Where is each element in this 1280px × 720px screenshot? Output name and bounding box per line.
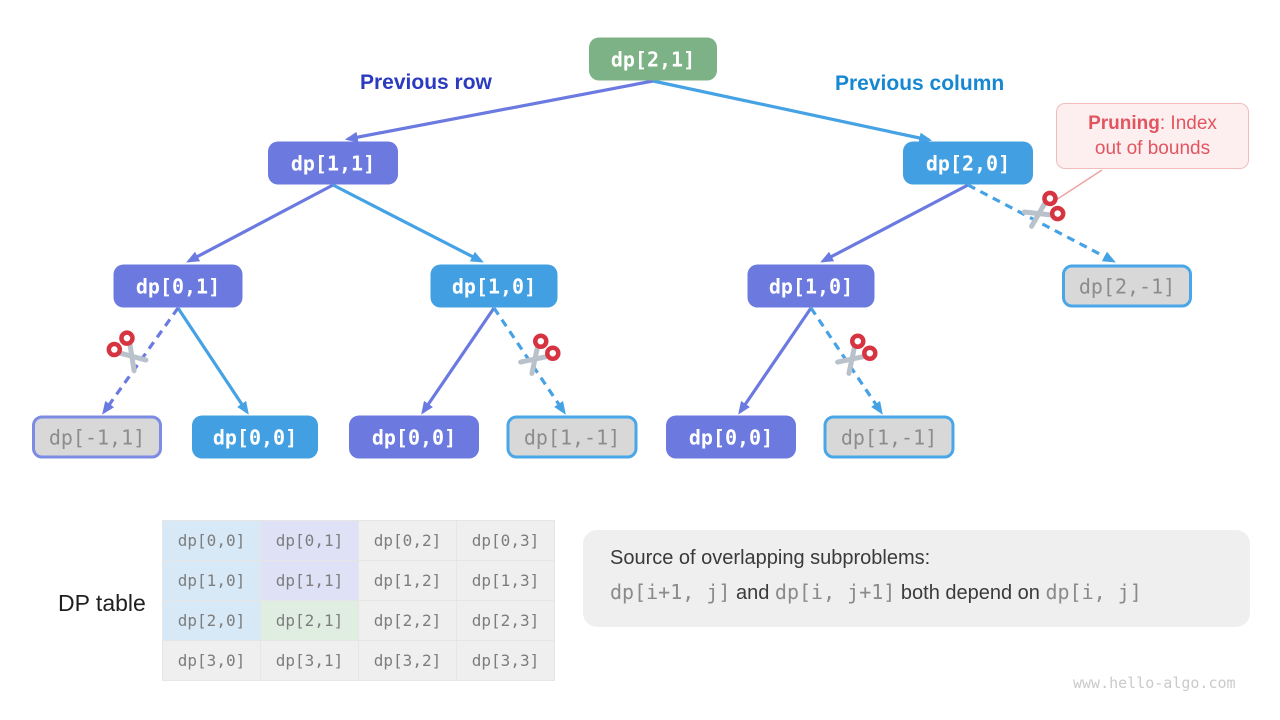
dp-table-cell: dp[3,1] — [260, 640, 359, 681]
edge-root-to-dp11 — [344, 79, 654, 143]
edge-dp10r-to-dp00 — [738, 307, 813, 415]
scissors-icon — [518, 333, 561, 376]
tree-node-dp10-mid: dp[1,0] — [430, 264, 558, 308]
tree-node-dp1m1-pruned-a: dp[1,-1] — [506, 415, 638, 459]
tree-node-dp2m1-pruned: dp[2,-1] — [1062, 264, 1192, 308]
pruning-callout: Pruning: Index out of bounds — [1056, 103, 1249, 169]
dp-table-cell: dp[2,2] — [358, 600, 457, 641]
edge-dp11-to-dp10 — [332, 183, 484, 263]
note-line1: Source of overlapping subproblems: — [610, 547, 931, 569]
dp-table: dp[0,0] dp[0,1] dp[0,2] dp[0,3] dp[1,0] … — [162, 520, 555, 681]
tree-node-dp00-b: dp[0,0] — [349, 415, 479, 459]
tree-node-dp00-a: dp[0,0] — [192, 415, 318, 459]
watermark: www.hello-algo.com — [1073, 674, 1236, 692]
tree-node-dp10-right: dp[1,0] — [747, 264, 875, 308]
dp-table-cell: dp[0,2] — [358, 520, 457, 561]
tree-node-dp1m1-pruned-b: dp[1,-1] — [823, 415, 955, 459]
dp-table-cell: dp[2,0] — [162, 600, 261, 641]
dp-table-cell: dp[3,0] — [162, 640, 261, 681]
note-line2: dp[i+1, j] and dp[i, j+1] both depend on… — [610, 580, 1142, 604]
callout-tail — [1055, 169, 1103, 201]
edge-dp20-to-dp10 — [820, 183, 969, 263]
tree-node-dp00-c: dp[0,0] — [666, 415, 796, 459]
overlapping-subproblems-note: Source of overlapping subproblems: dp[i+… — [583, 530, 1250, 627]
tree-node-root-dp21: dp[2,1] — [589, 37, 717, 81]
dp-table-cell: dp[0,1] — [260, 520, 359, 561]
previous-row-label: Previous row — [360, 71, 492, 94]
tree-node-dpm11-pruned: dp[-1,1] — [32, 415, 162, 459]
tree-node-dp20: dp[2,0] — [903, 141, 1033, 185]
edge-root-to-dp20 — [652, 79, 933, 144]
pruning-callout-line1: Pruning: Index — [1088, 113, 1217, 134]
tree-node-dp11: dp[1,1] — [268, 141, 398, 185]
scissors-icon — [835, 333, 878, 376]
previous-column-label: Previous column — [835, 72, 1005, 95]
edge-dp01-to-dp00 — [176, 307, 249, 415]
dp-table-cell: dp[3,3] — [456, 640, 555, 681]
dp-table-cell: dp[1,3] — [456, 560, 555, 601]
dp-table-cell: dp[1,2] — [358, 560, 457, 601]
tree-node-dp01: dp[0,1] — [113, 264, 243, 308]
dp-table-label: DP table — [58, 590, 146, 616]
edge-dp10m-to-dp00 — [421, 307, 496, 415]
dp-table-cell: dp[0,3] — [456, 520, 555, 561]
dp-table-cell: dp[1,1] — [260, 560, 359, 601]
dp-table-cell: dp[2,1] — [260, 600, 359, 641]
edge-dp11-to-dp01 — [186, 183, 334, 263]
edge-dp20-to-dp2m1-pruned — [967, 183, 1116, 263]
dp-table-cell: dp[0,0] — [162, 520, 261, 561]
dp-table-cell: dp[2,3] — [456, 600, 555, 641]
dp-table-cell: dp[3,2] — [358, 640, 457, 681]
scissors-icon — [106, 330, 149, 374]
scissors-icon — [1021, 190, 1066, 229]
dp-table-cell: dp[1,0] — [162, 560, 261, 601]
pruning-callout-line2: out of bounds — [1094, 138, 1211, 159]
